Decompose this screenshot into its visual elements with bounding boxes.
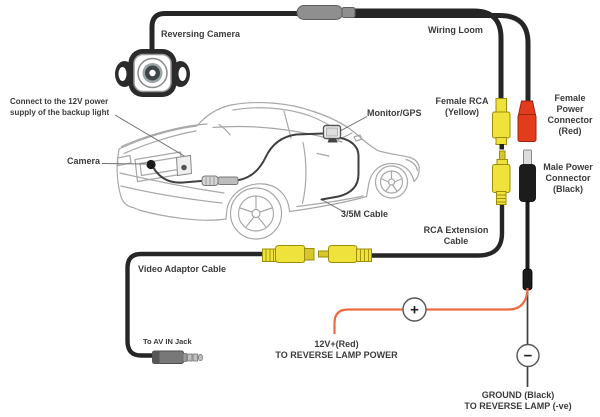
- rear-wheel: [229, 187, 283, 240]
- wiring-loom-junction: [296, 5, 356, 20]
- camera-label: Camera: [67, 156, 101, 166]
- rca-plug-right: [318, 245, 372, 263]
- female-rca-connector: [492, 98, 511, 150]
- inline-connector: [201, 175, 239, 186]
- in-car-cable: [152, 132, 360, 201]
- license-plate-recess: [134, 151, 184, 183]
- female-power-connector: [517, 100, 537, 142]
- monitor-leader: [340, 116, 368, 131]
- male-power-connector: [519, 149, 536, 291]
- front-wheel: [374, 165, 409, 199]
- reversing-camera-label: Reversing Camera: [161, 29, 241, 39]
- taillight: [116, 154, 132, 167]
- male-power-label: Male Power Connector (Black): [543, 162, 593, 194]
- female-power-label: Female Power Connector (Red): [547, 93, 593, 136]
- svg-text:−: −: [524, 348, 533, 365]
- monitor-icon: [322, 124, 342, 143]
- cable-35m-label: 3/5M Cable: [341, 209, 389, 219]
- rca-extension-label: RCA Extension Cable: [423, 225, 489, 246]
- backup-light-connector: [175, 154, 193, 177]
- mirror: [353, 134, 363, 142]
- reversing-camera-icon: [115, 49, 190, 97]
- backup-light-note: Connect to the 12V power supply of the b…: [10, 97, 110, 117]
- reverse-lamp-power-label: 12V+(Red) TO REVERSE LAMP POWER: [275, 339, 398, 360]
- camera-leader: [101, 163, 147, 165]
- ground-label: GROUND (Black) TO REVERSE LAMP (-ve): [464, 390, 572, 411]
- rca-plug-left: [262, 245, 315, 263]
- minus-icon: −: [516, 343, 540, 368]
- male-rca-plug: [492, 150, 511, 205]
- female-rca-label: Female RCA (Yellow): [435, 96, 489, 117]
- monitor-gps-label: Monitor/GPS: [367, 108, 422, 118]
- rca-extension-cable: [368, 200, 505, 258]
- svg-text:+: +: [410, 302, 419, 319]
- av-in-jack-label: To AV IN Jack: [143, 337, 192, 346]
- video-adaptor-cable: [125, 251, 271, 358]
- av-jack-plug: [152, 350, 203, 364]
- wiring-loom-cables: [351, 8, 531, 105]
- power-wire-red: [333, 287, 529, 334]
- plus-icon: +: [402, 297, 427, 322]
- door-seam: [301, 141, 307, 205]
- door-handle: [316, 152, 330, 157]
- cable-35m-leader: [321, 199, 346, 213]
- video-adaptor-label: Video Adaptor Cable: [138, 264, 227, 274]
- camera-to-loom-cable: [149, 11, 301, 53]
- backup-note-leader: [114, 114, 189, 159]
- camera-dot: [146, 159, 156, 170]
- car-illustration: [116, 101, 420, 240]
- wiring-loom-label: Wiring Loom: [428, 25, 483, 35]
